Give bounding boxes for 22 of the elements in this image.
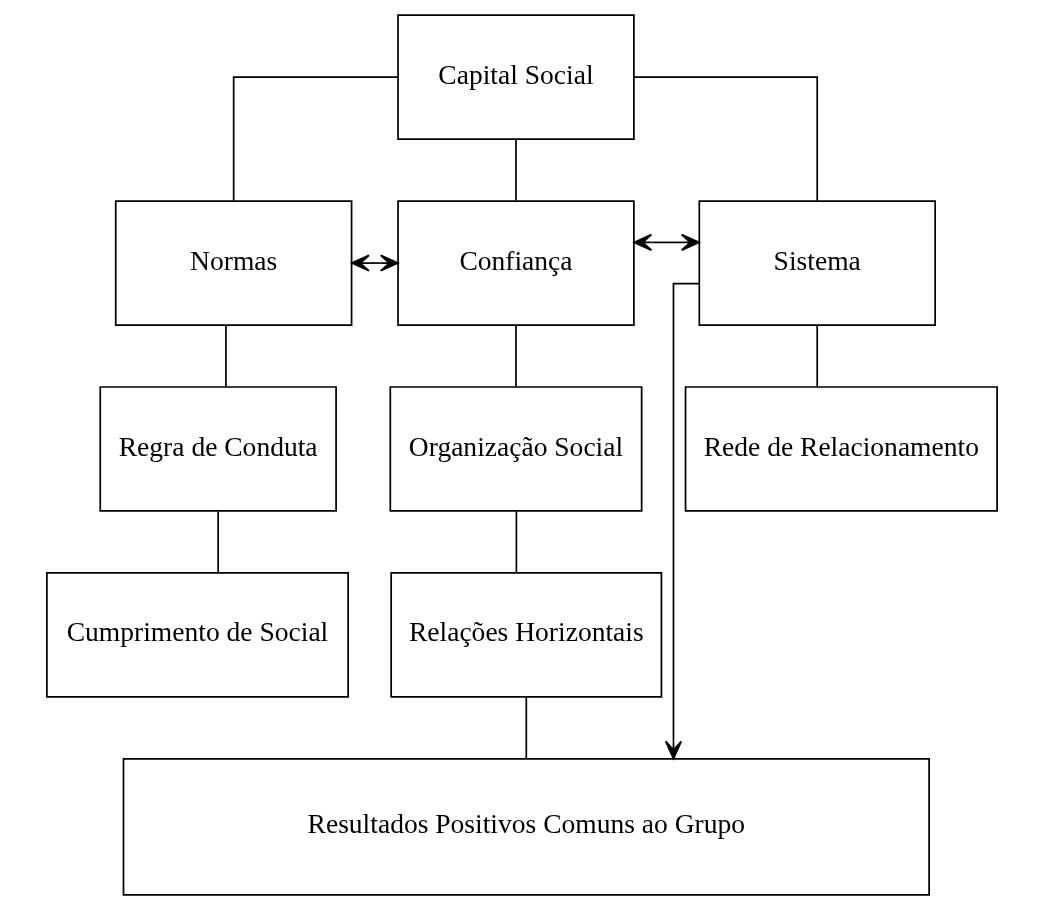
node-box: Confiança	[397, 200, 635, 326]
arrow	[633, 233, 700, 251]
connector	[525, 696, 528, 760]
connector	[232, 76, 399, 202]
connector	[515, 510, 518, 574]
node-box: Rede de Relacionamento	[684, 386, 998, 512]
node-box: Capital Social	[397, 14, 635, 140]
connector	[225, 324, 227, 388]
connector	[217, 510, 220, 574]
node-box: Regra de Conduta	[99, 386, 337, 512]
connector	[515, 324, 517, 388]
connector	[816, 324, 819, 388]
node-box: Normas	[114, 200, 353, 326]
arrow	[664, 282, 701, 760]
connector	[515, 138, 517, 202]
connector	[633, 76, 819, 202]
node-box: Cumprimento de Social	[46, 572, 349, 698]
node-box: Sistema	[698, 200, 936, 326]
node-box: Organização Social	[389, 386, 643, 512]
node-box: Resultados Positivos Comuns ao Grupo	[122, 757, 930, 896]
node-box: Relações Horizontais	[390, 572, 663, 698]
arrow	[350, 254, 399, 272]
